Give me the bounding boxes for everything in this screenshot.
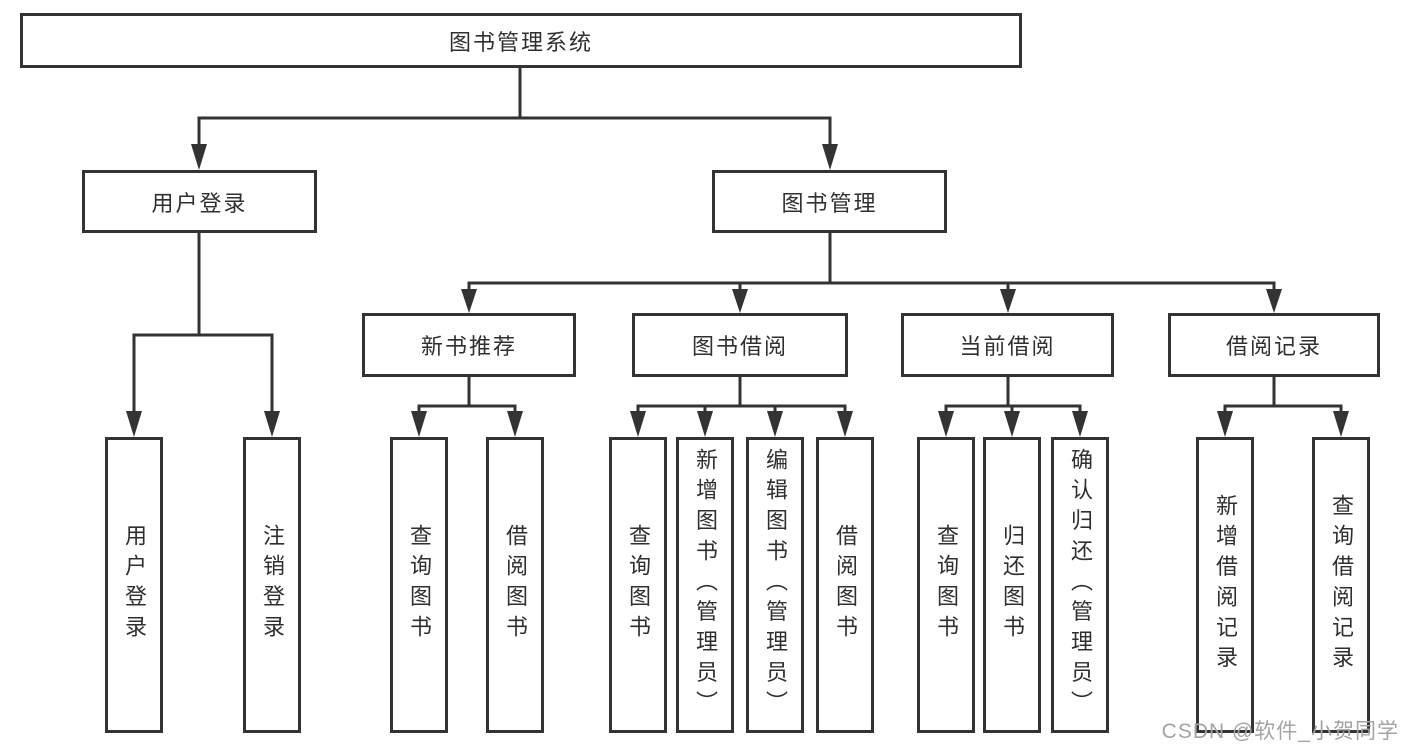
node-user-login: 用户登录: [82, 170, 317, 233]
node-library-management-system: 图书管理系统: [20, 13, 1022, 68]
node-label: 用户登录: [151, 190, 248, 216]
connector-user-login-to-leaves: [126, 233, 280, 437]
node-borrow-books: 借阅图书: [816, 437, 874, 733]
node-new-book-recommendation: 新书推荐: [362, 313, 576, 377]
node-label: 图书管理: [781, 190, 878, 216]
node-label: 新书推荐: [420, 334, 517, 359]
node-current-borrowing: 当前借阅: [901, 313, 1114, 377]
connector-records-to-leaves: [1217, 377, 1349, 437]
node-query-books-borrowing: 查询图书: [609, 437, 667, 733]
node-add-books-admin: 新增图书（管理员）: [676, 437, 734, 733]
node-label: 编辑图书（管理员）: [763, 448, 788, 722]
connector-newbook-to-leaves: [411, 377, 523, 437]
node-label: 当前借阅: [959, 334, 1056, 359]
node-borrow-books-recommend: 借阅图书: [486, 437, 544, 733]
connector-borrowing-to-leaves: [630, 377, 853, 437]
node-label: 图书管理系统: [448, 29, 593, 55]
node-label: 借阅图书: [503, 524, 528, 646]
node-confirm-return-admin: 确认归还（管理员）: [1051, 437, 1109, 733]
node-edit-books-admin: 编辑图书（管理员）: [746, 437, 804, 733]
node-query-borrowing-record: 查询借阅记录: [1312, 437, 1370, 733]
node-label: 新增图书（管理员）: [693, 448, 718, 722]
node-return-books: 归还图书: [983, 437, 1041, 733]
node-label: 查询借阅记录: [1329, 493, 1354, 677]
node-query-books-current: 查询图书: [917, 437, 975, 733]
connector-root-to-level2: [191, 67, 838, 170]
node-query-books-recommend: 查询图书: [390, 437, 448, 733]
node-label: 借阅图书: [833, 524, 858, 646]
node-book-management: 图书管理: [712, 170, 947, 233]
csdn-watermark: CSDN @软件_小贺同学: [1161, 720, 1399, 743]
node-label: 确认归还（管理员）: [1068, 448, 1093, 722]
connector-current-to-leaves: [938, 377, 1088, 437]
node-label: 查询图书: [626, 524, 651, 646]
connector-book-mgmt-to-level3: [461, 233, 1282, 313]
node-label: 归还图书: [1000, 524, 1025, 646]
node-logout: 注销登录: [243, 437, 301, 733]
node-label: 用户登录: [122, 524, 147, 646]
node-label: 图书借阅: [691, 334, 788, 359]
node-label: 注销登录: [260, 524, 285, 646]
node-label: 查询图书: [407, 524, 432, 646]
node-user-login-leaf: 用户登录: [105, 437, 163, 733]
node-label: 新增借阅记录: [1213, 493, 1238, 677]
node-label: 查询图书: [934, 524, 959, 646]
node-label: 借阅记录: [1225, 334, 1322, 359]
node-add-borrowing-record: 新增借阅记录: [1196, 437, 1254, 733]
node-borrowing-records: 借阅记录: [1168, 313, 1380, 377]
node-book-borrowing: 图书借阅: [632, 313, 848, 377]
